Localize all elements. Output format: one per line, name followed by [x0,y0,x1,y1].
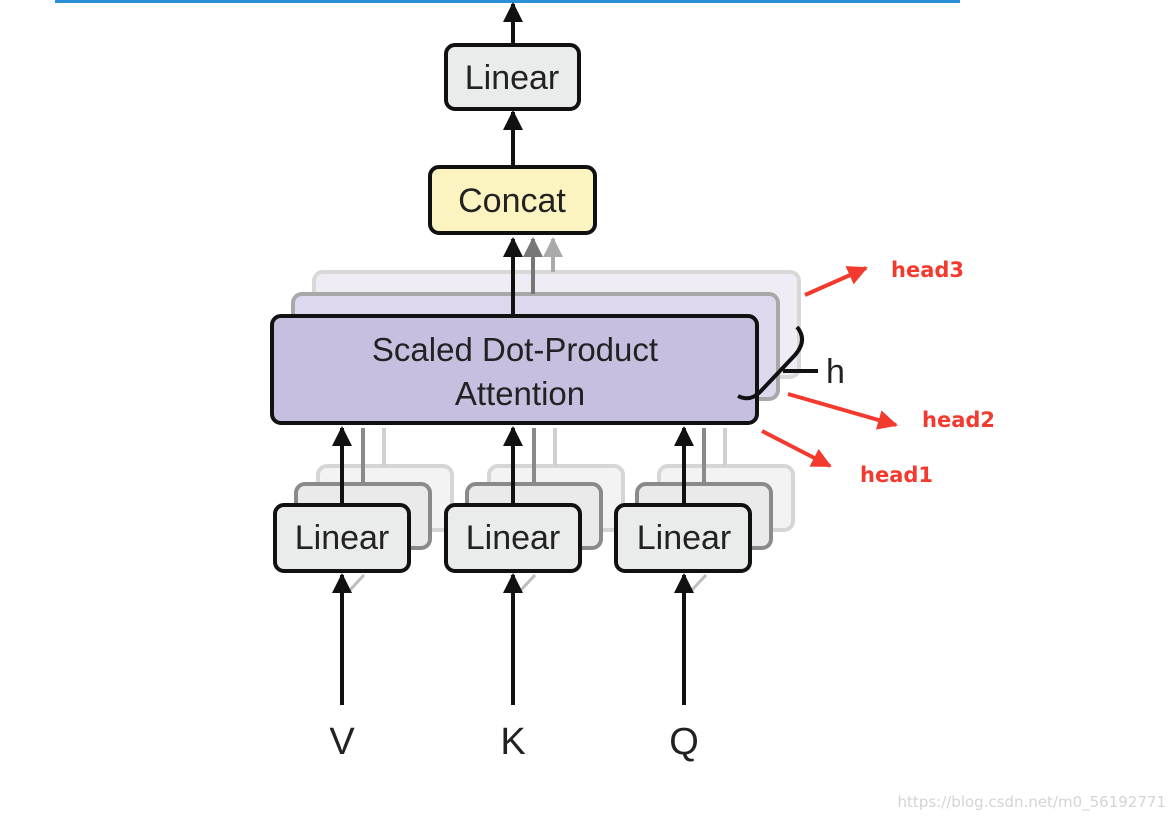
input-arrow-q [674,573,708,705]
attention-label-line2: Attention [455,375,585,412]
head2-label: head2 [922,408,995,432]
h-label: h [826,353,845,391]
head2-pointer [787,392,898,430]
h-brace [737,325,804,401]
input-arrow-k [503,573,537,705]
head3-label: head3 [891,258,964,282]
input-k-label: K [500,721,525,763]
input-q-label: Q [669,721,699,763]
linear-stack-v: Linear [273,426,454,573]
head1-label: head1 [860,463,933,487]
attention-label-line1: Scaled Dot-Product [372,331,658,368]
attention-box: Scaled Dot-Product Attention [270,314,759,425]
head3-pointer [804,266,868,297]
linear-v-label: Linear [295,519,390,557]
concat-label: Concat [458,182,566,220]
input-v-label: V [329,721,355,763]
linear-stack-q: Linear [614,426,795,573]
linear-stack-k: Linear [444,426,625,573]
concat-box: Concat [428,165,597,235]
output-linear-box: Linear [444,43,581,111]
input-arrow-v [332,573,366,705]
head1-pointer [761,429,832,468]
top-bar [55,0,960,3]
watermark: https://blog.csdn.net/m0_56192771 [898,793,1166,812]
linear-k-label: Linear [466,519,561,557]
linear-q-label: Linear [637,519,732,557]
output-linear-label: Linear [465,59,560,97]
